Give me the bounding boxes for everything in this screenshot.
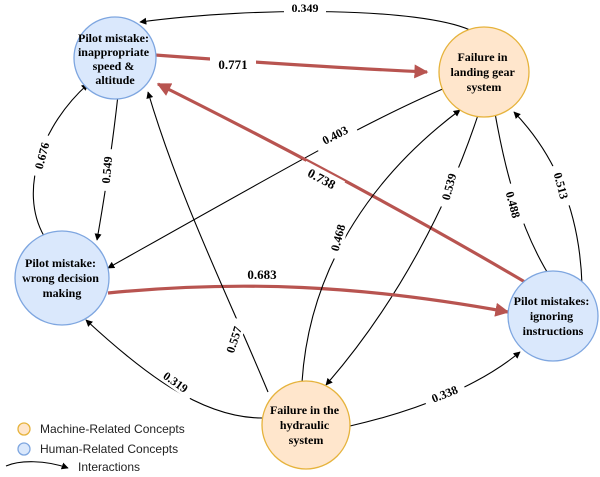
svg-text:Failure in landing gea: Failure in landing gear system <box>450 50 517 94</box>
edge-wrong-decision-to-ignoring: 0.683 <box>107 266 510 317</box>
edge-landing-gear-to-hydraulic: 0.539 <box>325 114 479 386</box>
edge-pilot-speed-to-wrong-decision: 0.549 <box>94 94 119 241</box>
edge-landing-gear-to-wrong-decision: 0.403 <box>107 87 446 269</box>
node-landing-gear-line-2: landing gear <box>450 65 515 79</box>
node-pilot-speed-line-4: altitude <box>95 73 135 87</box>
node-landing-gear-system[interactable]: Failure in landing gear system <box>438 26 530 118</box>
edge-hydraulic-to-landing-gear: 0.468 <box>301 109 461 383</box>
node-landing-gear-line-1: Failure in <box>457 50 507 64</box>
edge-label-0-539: 0.539 <box>439 172 460 202</box>
legend: Machine-Related Concepts Human-Related C… <box>5 422 185 474</box>
edge-label-0-557: 0.557 <box>223 325 245 355</box>
node-wrong-decision-line-3: making <box>43 286 82 300</box>
edge-wrong-decision-to-pilot-speed: 0.676 <box>27 83 89 237</box>
edge-label-0-676: 0.676 <box>32 141 53 171</box>
legend-item-machine: Machine-Related Concepts <box>17 422 185 436</box>
node-ignoring-instructions[interactable]: Pilot mistakes: ignoring instructions <box>507 270 599 362</box>
node-wrong-decision-line-2: wrong decision <box>22 271 99 285</box>
edge-hydraulic-to-pilot-speed: 0.557 <box>146 91 269 393</box>
node-hydraulic-line-3: system <box>289 433 324 447</box>
nodes: Pilot mistake: inappropriate speed & alt… <box>14 16 599 470</box>
node-pilot-speed-altitude[interactable]: Pilot mistake: inappropriate speed & alt… <box>73 16 157 100</box>
svg-text:Pilot mistakes: ignori: Pilot mistakes: ignoring instructions <box>514 294 593 338</box>
node-ignoring-line-3: instructions <box>523 324 584 338</box>
legend-machine-label: Machine-Related Concepts <box>40 422 185 436</box>
node-hydraulic-line-2: hydraulic <box>280 418 330 432</box>
edge-landing-gear-to-pilot-speed: 0.349 <box>139 0 471 31</box>
node-wrong-decision-line-1: Pilot mistake: <box>25 256 96 270</box>
edge-label-0-468: 0.468 <box>328 223 349 253</box>
node-ignoring-line-2: ignoring <box>530 309 573 323</box>
edge-hydraulic-to-ignoring: 0.338 <box>349 351 521 427</box>
legend-human-swatch <box>17 442 31 456</box>
legend-human-label: Human-Related Concepts <box>40 442 178 456</box>
edge-landing-gear-to-ignoring: 0.488 <box>494 112 553 281</box>
svg-text:Pilot mistake: wrong d: Pilot mistake: wrong decision making <box>22 256 102 300</box>
node-landing-gear-line-3: system <box>467 80 502 94</box>
svg-text:Failure in the hydraul: Failure in the hydraulic system <box>270 403 342 447</box>
edge-pilot-speed-to-landing-gear: 0.771 <box>154 53 429 79</box>
edge-label-0-349: 0.349 <box>292 1 319 15</box>
legend-interactions-label: Interactions <box>78 460 140 474</box>
svg-text:Pilot mistake: inappro: Pilot mistake: inappropriate speed & alt… <box>78 31 152 87</box>
node-hydraulic-line-1: Failure in the <box>270 403 340 417</box>
node-wrong-decision-making[interactable]: Pilot mistake: wrong decision making <box>14 230 110 326</box>
legend-item-interactions: Interactions <box>5 460 140 474</box>
node-pilot-speed-line-3: speed & <box>93 59 135 73</box>
node-ignoring-line-1: Pilot mistakes: <box>514 294 590 308</box>
edge-label-0-549: 0.549 <box>99 156 115 184</box>
node-pilot-speed-line-2: inappropriate <box>78 45 150 59</box>
edge-label-0-338: 0.338 <box>429 383 459 406</box>
edge-label-0-403: 0.403 <box>320 123 350 148</box>
node-hydraulic-system[interactable]: Failure in the hydraulic system <box>261 380 351 470</box>
node-pilot-speed-line-1: Pilot mistake: <box>78 31 149 45</box>
legend-item-human: Human-Related Concepts <box>17 442 178 456</box>
edge-label-0-488: 0.488 <box>503 190 524 220</box>
edge-label-0-513: 0.513 <box>551 171 572 201</box>
legend-arrow-icon <box>5 461 69 470</box>
edge-ignoring-to-landing-gear: 0.513 <box>513 111 583 286</box>
legend-machine-swatch <box>17 422 31 436</box>
edge-label-0-683: 0.683 <box>247 267 277 282</box>
edge-label-0-771: 0.771 <box>218 57 247 72</box>
